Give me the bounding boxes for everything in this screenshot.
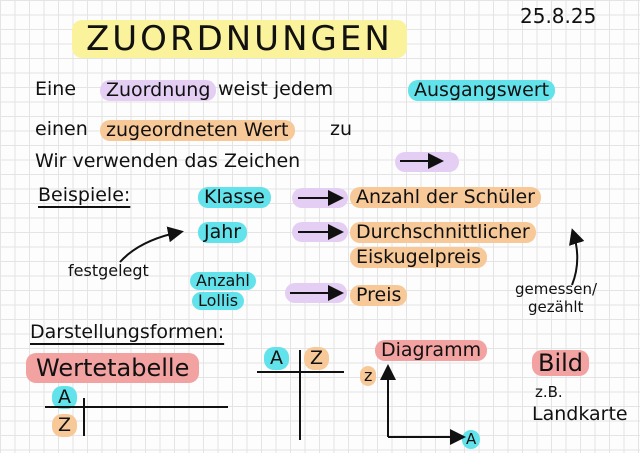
example-input-anzahl: Anzahl xyxy=(190,272,256,290)
def-weist-jedem: weist jedem xyxy=(218,78,334,100)
examples-heading: Beispiele: xyxy=(38,184,131,206)
table-label: Wertetabelle xyxy=(26,353,200,383)
def-zu: zu xyxy=(330,118,353,140)
def-eine: Eine xyxy=(35,78,77,100)
example-input-klasse: Klasse xyxy=(198,187,271,208)
note-gezaehlt: gezählt xyxy=(528,298,584,316)
picture-example: Landkarte xyxy=(532,403,628,425)
def-einen: einen xyxy=(35,118,88,140)
page-title: ZUORDNUNGEN xyxy=(72,20,407,58)
diagram-a: A xyxy=(462,430,481,449)
table1-z: Z xyxy=(52,414,78,437)
example-input-lollis: Lollis xyxy=(192,292,245,310)
def-zuordnung: Zuordnung xyxy=(100,80,217,101)
example-output-eiskugelpreis: Eiskugelpreis xyxy=(350,247,487,268)
note-gemessen: gemessen/ xyxy=(515,280,598,298)
def-zugeordneten-wert: zugeordneten Wert xyxy=(100,120,295,141)
def-zeichen: Wir verwenden das Zeichen xyxy=(35,150,301,172)
diagram-z: z xyxy=(360,366,377,386)
example-input-jahr: Jahr xyxy=(198,222,248,243)
diagram-label: Diagramm xyxy=(375,340,488,361)
table2-a: A xyxy=(264,347,289,370)
picture-eg: z.B. xyxy=(535,383,563,401)
table2-z: Z xyxy=(304,347,330,370)
curved-arrow-icon xyxy=(119,226,184,263)
note-festgelegt: festgelegt xyxy=(68,261,149,280)
def-ausgangswert: Ausgangswert xyxy=(408,80,556,101)
forms-heading: Darstellungsformen: xyxy=(30,321,225,343)
curved-arrow-icon xyxy=(569,228,585,286)
table1-a: A xyxy=(52,386,77,409)
picture-label: Bild xyxy=(532,350,590,376)
example-output-durchschnittlicher: Durchschnittlicher xyxy=(350,222,536,243)
example-output-preis: Preis xyxy=(350,285,408,306)
date: 25.8.25 xyxy=(520,4,597,28)
example-output-schueler: Anzahl der Schüler xyxy=(350,187,541,208)
